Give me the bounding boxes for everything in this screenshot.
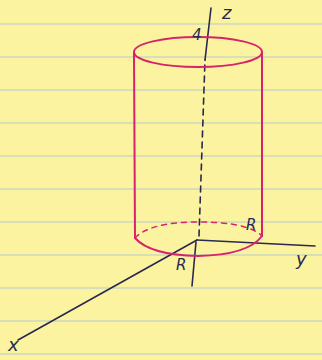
dimension-label: R [176, 258, 186, 273]
dimension-label: R [246, 218, 256, 233]
paper-rules [0, 24, 322, 354]
axis-label: x [8, 336, 19, 354]
cylinder [134, 37, 262, 256]
axis-label: z [222, 4, 231, 22]
axes [18, 8, 315, 340]
axis-label: y [296, 250, 307, 268]
dimension-label: 4 [192, 28, 202, 43]
